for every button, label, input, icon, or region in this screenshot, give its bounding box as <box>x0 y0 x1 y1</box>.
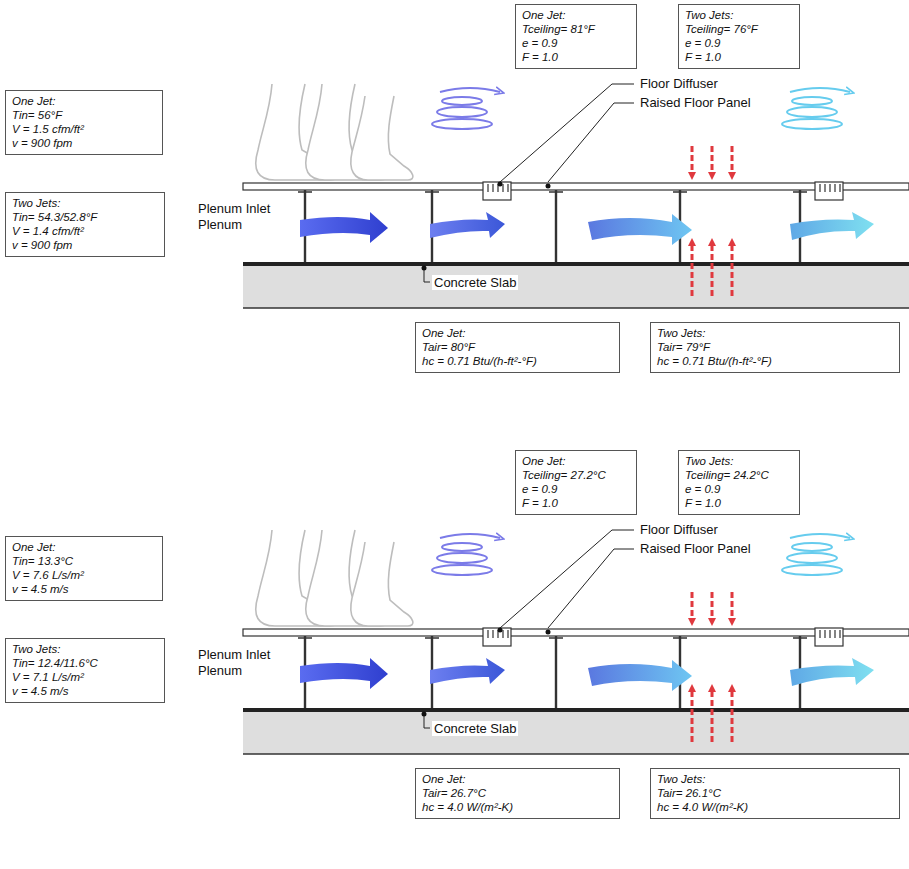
part-label: Floor Diffuser <box>638 76 720 91</box>
value-line: Tin= 12.4/11.6°C <box>12 656 158 670</box>
part-label: Plenum Inlet <box>196 647 272 662</box>
part-label: Floor Diffuser <box>638 522 720 537</box>
value-line: v = 4.5 m/s <box>12 684 158 698</box>
inlet-box: One Jet:Tin= 56°FV = 1.5 cfm/ft²v = 900 … <box>5 90 163 155</box>
box-heading: One Jet: <box>522 454 630 468</box>
value-line: F = 1.0 <box>685 496 793 510</box>
value-line: hc = 0.71 Btu/(h-ft²-°F) <box>422 354 613 368</box>
value-line: e = 0.9 <box>522 36 630 50</box>
value-line: Tceiling= 24.2°C <box>685 468 793 482</box>
value-line: e = 0.9 <box>685 482 793 496</box>
metric-panel <box>243 530 909 754</box>
value-line: hc = 0.71 Btu/(h-ft²-°F) <box>657 354 893 368</box>
value-line: hc = 4.0 W/(m²-K) <box>657 800 893 814</box>
inlet-box: One Jet:Tin= 13.3°CV = 7.6 L/s/m²v = 4.5… <box>5 536 163 601</box>
value-line: Tair= 80°F <box>422 340 613 354</box>
plenum-air-box: Two Jets:Tair= 79°Fhc = 0.71 Btu/(h-ft²-… <box>650 322 900 373</box>
box-heading: Two Jets: <box>12 196 158 210</box>
value-line: e = 0.9 <box>685 36 793 50</box>
plenum-air-box: Two Jets:Tair= 26.1°Chc = 4.0 W/(m²-K) <box>650 768 900 819</box>
value-line: Tin= 54.3/52.8°F <box>12 210 158 224</box>
value-line: v = 900 fpm <box>12 238 158 252</box>
box-heading: One Jet: <box>422 326 613 340</box>
part-label: Raised Floor Panel <box>638 95 753 110</box>
value-line: e = 0.9 <box>522 482 630 496</box>
imperial-panel <box>243 84 909 308</box>
value-line: Tin= 13.3°C <box>12 554 156 568</box>
plenum-air-box: One Jet:Tair= 26.7°Chc = 4.0 W/(m²-K) <box>415 768 620 819</box>
value-line: Tceiling= 81°F <box>522 22 630 36</box>
value-line: v = 4.5 m/s <box>12 582 156 596</box>
box-heading: Two Jets: <box>12 642 158 656</box>
value-line: F = 1.0 <box>522 496 630 510</box>
ceiling-box: Two Jets:Tceiling= 24.2°Ce = 0.9F = 1.0 <box>678 450 800 515</box>
box-heading: Two Jets: <box>657 326 893 340</box>
box-heading: Two Jets: <box>685 8 793 22</box>
value-line: F = 1.0 <box>685 50 793 64</box>
value-line: V = 1.4 cfm/ft² <box>12 224 158 238</box>
part-label: Raised Floor Panel <box>638 541 753 556</box>
value-line: Tair= 26.7°C <box>422 786 613 800</box>
value-line: v = 900 fpm <box>12 136 156 150</box>
value-line: V = 1.5 cfm/ft² <box>12 122 156 136</box>
value-line: Tceiling= 27.2°C <box>522 468 630 482</box>
value-line: F = 1.0 <box>522 50 630 64</box>
part-label: Concrete Slab <box>432 721 518 736</box>
box-heading: One Jet: <box>12 540 156 554</box>
ceiling-box: Two Jets:Tceiling= 76°Fe = 0.9F = 1.0 <box>678 4 800 69</box>
part-label: Plenum <box>196 217 244 232</box>
box-heading: One Jet: <box>422 772 613 786</box>
value-line: Tair= 79°F <box>657 340 893 354</box>
value-line: V = 7.6 L/s/m² <box>12 568 156 582</box>
part-label: Plenum Inlet <box>196 201 272 216</box>
part-label: Concrete Slab <box>432 275 518 290</box>
box-heading: Two Jets: <box>685 454 793 468</box>
box-heading: One Jet: <box>12 94 156 108</box>
box-heading: Two Jets: <box>657 772 893 786</box>
inlet-box: Two Jets:Tin= 12.4/11.6°CV = 7.1 L/s/m²v… <box>5 638 165 703</box>
value-line: Tin= 56°F <box>12 108 156 122</box>
value-line: hc = 4.0 W/(m²-K) <box>422 800 613 814</box>
inlet-box: Two Jets:Tin= 54.3/52.8°FV = 1.4 cfm/ft²… <box>5 192 165 257</box>
ceiling-box: One Jet:Tceiling= 81°Fe = 0.9F = 1.0 <box>515 4 637 69</box>
box-heading: One Jet: <box>522 8 630 22</box>
value-line: Tceiling= 76°F <box>685 22 793 36</box>
value-line: V = 7.1 L/s/m² <box>12 670 158 684</box>
ceiling-box: One Jet:Tceiling= 27.2°Ce = 0.9F = 1.0 <box>515 450 637 515</box>
plenum-air-box: One Jet:Tair= 80°Fhc = 0.71 Btu/(h-ft²-°… <box>415 322 620 373</box>
part-label: Plenum <box>196 663 244 678</box>
value-line: Tair= 26.1°C <box>657 786 893 800</box>
